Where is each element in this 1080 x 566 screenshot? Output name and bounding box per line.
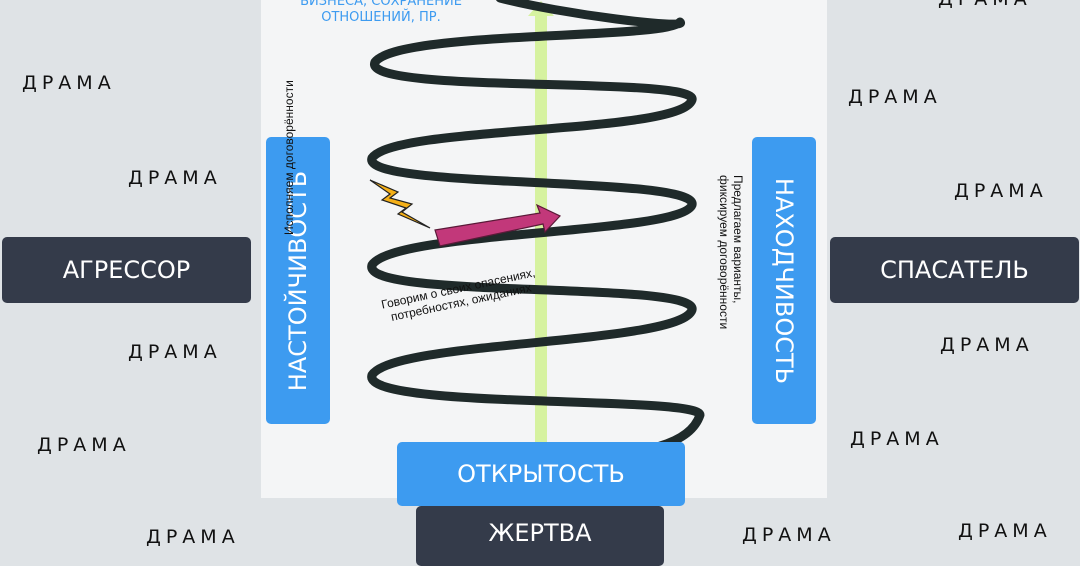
- top-note-line-1: БИЗНЕСА, СОХРАНЕНИЕ: [300, 0, 462, 9]
- drama-label: ДРАМА: [938, 0, 1032, 10]
- commitments-note-text: Исполняем договорённости: [282, 80, 296, 235]
- aggressor-box: АГРЕССОР: [2, 237, 251, 303]
- top-note: БИЗНЕСА, СОХРАНЕНИЕ ОТНОШЕНИЙ, ПР.: [276, 0, 486, 26]
- drama-label: ДРАМА: [146, 526, 240, 548]
- drama-label: ДРАМА: [850, 428, 944, 450]
- openness-label: ОТКРЫТОСТЬ: [457, 460, 625, 488]
- persistence-box: НАСТОЙЧИВОСТЬ: [266, 137, 330, 424]
- drama-label: ДРАМА: [954, 180, 1048, 202]
- lightning-icon: [369, 179, 431, 229]
- spring-coil: [367, 0, 705, 451]
- top-note-line-2: ОТНОШЕНИЙ, ПР.: [321, 10, 441, 25]
- drama-label: ДРАМА: [128, 167, 222, 189]
- commitments-note: Исполняем договорённости: [282, 80, 296, 235]
- options-note: Предлагаем варианты, фиксируем договорён…: [717, 175, 745, 329]
- rescuer-box: СПАСАТЕЛЬ: [830, 237, 1079, 303]
- rescuer-label: СПАСАТЕЛЬ: [880, 256, 1029, 284]
- commitment-arrow-icon: [434, 203, 561, 247]
- drama-label: ДРАМА: [37, 434, 131, 456]
- resourcefulness-label: НАХОДЧИВОСТЬ: [770, 177, 799, 384]
- victim-box: ЖЕРТВА: [416, 506, 664, 566]
- drama-label: ДРАМА: [22, 72, 116, 94]
- drama-label: ДРАМА: [742, 524, 836, 546]
- openness-box: ОТКРЫТОСТЬ: [397, 442, 685, 506]
- drama-label: ДРАМА: [848, 86, 942, 108]
- drama-label: ДРАМА: [128, 341, 222, 363]
- diagram-graphics: [367, 0, 705, 451]
- aggressor-label: АГРЕССОР: [62, 256, 191, 284]
- drama-label: ДРАМА: [940, 334, 1034, 356]
- options-note-line-1: Предлагаем варианты,: [731, 175, 745, 304]
- drama-label: ДРАМА: [958, 520, 1052, 542]
- victim-label: ЖЕРТВА: [488, 519, 592, 547]
- options-note-line-2: фиксируем договорённости: [717, 175, 731, 330]
- resourcefulness-box: НАХОДЧИВОСТЬ: [752, 137, 816, 424]
